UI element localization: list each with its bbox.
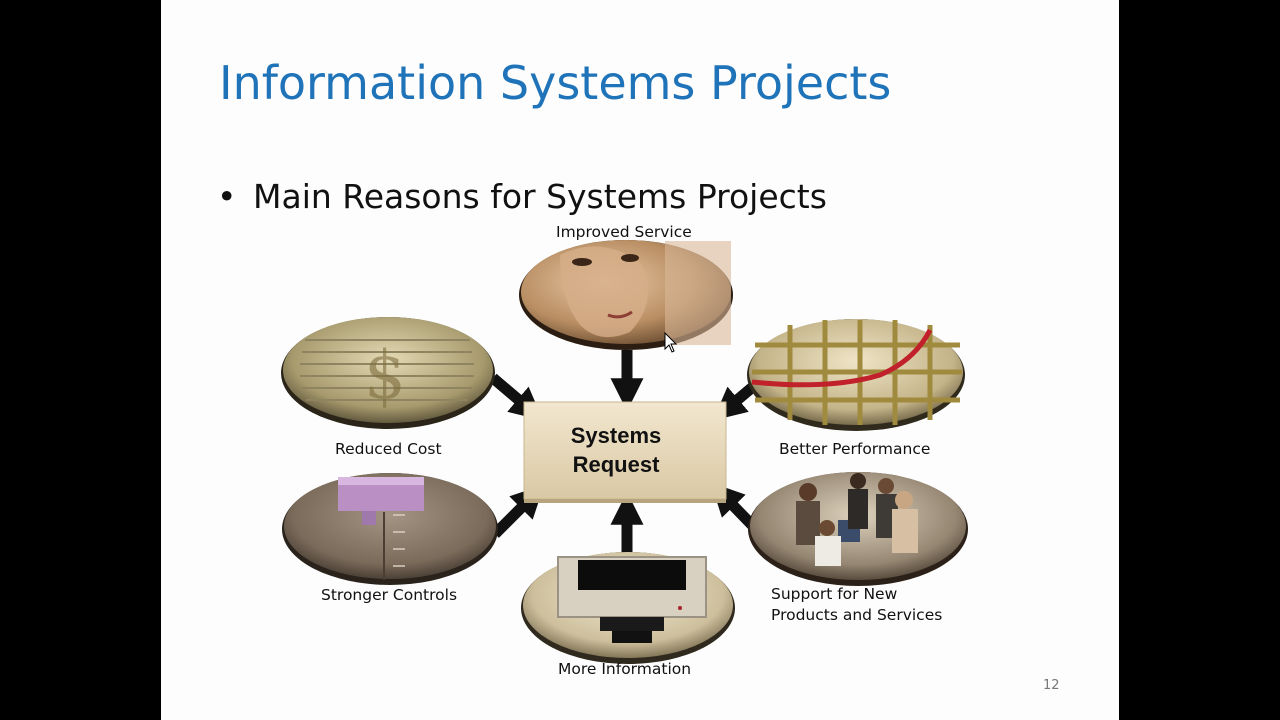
computer-monitor-photo-icon [521,552,735,664]
bullet-dot: • [217,177,237,216]
label-better-performance: Better Performance [779,440,931,458]
center-label-line2: Request [573,452,660,477]
woman-face-photo-icon [519,240,733,350]
team-meeting-photo-icon [748,472,968,586]
bullet-item: • Main Reasons for Systems Projects [217,177,827,216]
center-label-line1: Systems [571,423,662,448]
control-lever-photo-icon [282,473,498,585]
label-improved-service: Improved Service [556,223,692,241]
systems-request-box: Systems Request [523,401,727,503]
label-reduced-cost: Reduced Cost [335,440,442,458]
label-more-information: More Information [558,660,692,678]
bullet-text: Main Reasons for Systems Projects [253,177,827,216]
slide-title: Information Systems Projects [219,56,892,110]
label-support-line1: Support for New [771,585,898,603]
money-stack-photo-icon: $ [281,317,495,429]
page-number: 12 [1043,678,1060,693]
arrow-better-performance [712,380,759,421]
mouse-pointer-icon [664,332,678,353]
label-support-line2: Products and Services [771,606,943,624]
growth-graph-photo-icon [747,319,965,431]
svg-text:$: $ [364,337,406,414]
label-stronger-controls: Stronger Controls [321,586,458,604]
